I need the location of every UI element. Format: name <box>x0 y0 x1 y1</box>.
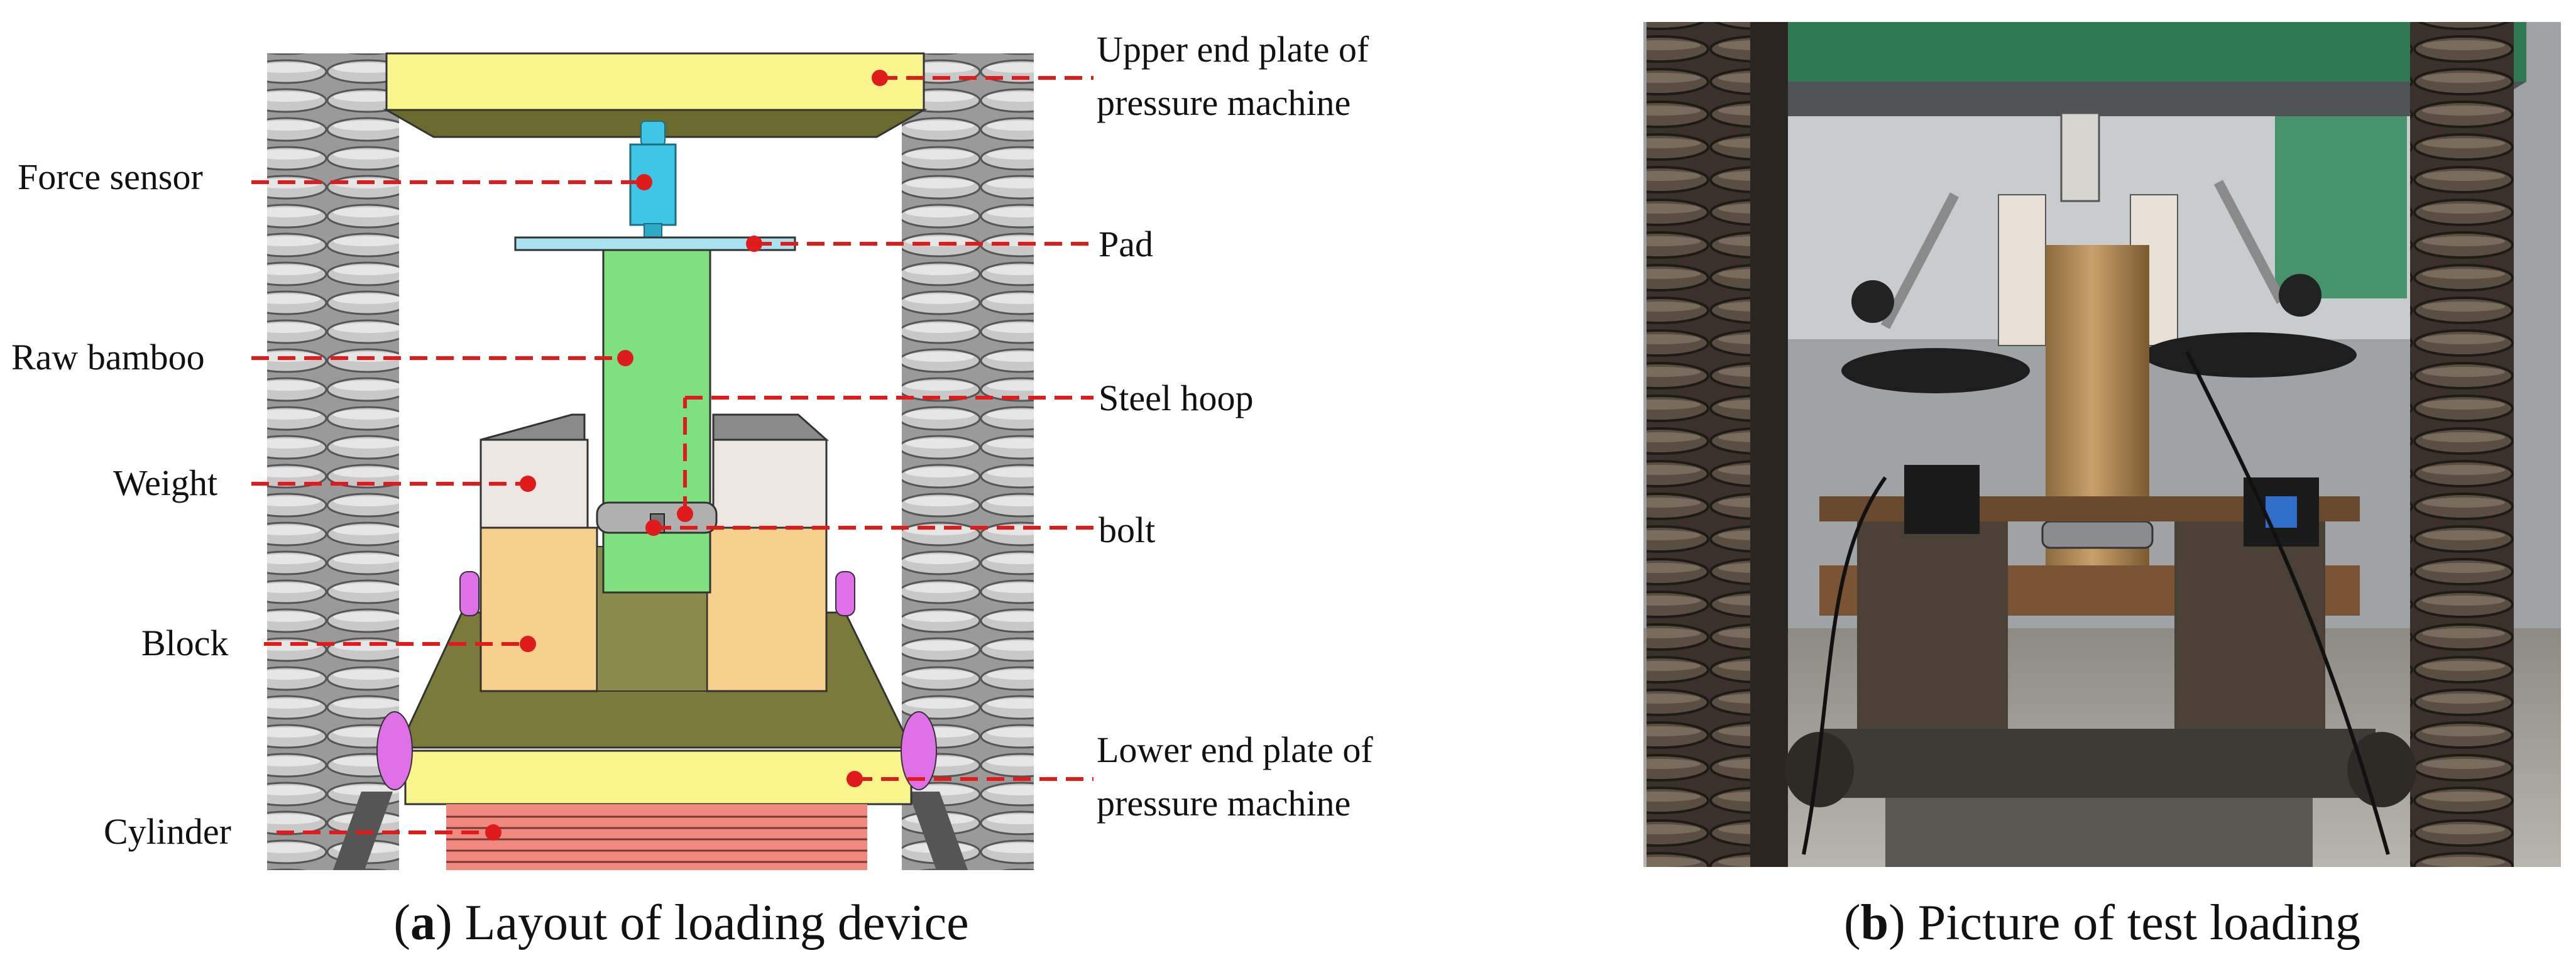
photo-left-magnet-base <box>1904 465 1980 534</box>
force-sensor-stem <box>644 223 662 238</box>
label-block: Block <box>141 623 229 663</box>
photo-right-screw <box>2410 22 2514 867</box>
photo-green-cabinet <box>2275 116 2407 298</box>
label-steel-hoop: Steel hoop <box>1099 378 1254 418</box>
photo-left-block <box>1857 521 2008 729</box>
label-weight: Weight <box>113 462 218 503</box>
lower-end-plate <box>404 749 913 805</box>
photo-upper-beam-underside <box>1687 82 2526 116</box>
block-dot <box>520 636 536 652</box>
label-lower-end-plate-line1: Lower end plate of <box>1097 729 1373 770</box>
left-screw-column <box>267 53 399 870</box>
photo-steel-hoop <box>2041 520 2154 549</box>
label-cylinder: Cylinder <box>104 811 231 852</box>
right-upper-roller <box>835 571 855 616</box>
caption-b-text: Picture of test loading <box>1905 895 2360 951</box>
photo-left-screw <box>1647 22 1750 867</box>
photo-upper-beam <box>1687 22 2526 82</box>
caption-b-letter: b <box>1861 895 1889 951</box>
right-block <box>706 526 828 692</box>
left-upper-roller <box>459 571 480 616</box>
caption-a-letter: a <box>410 895 436 951</box>
caption-a-text: Layout of loading device <box>452 895 969 951</box>
photo-left-knob <box>1851 280 1894 323</box>
force-sensor-cap <box>640 121 666 146</box>
left-block <box>480 526 598 692</box>
photo-cable-right <box>2185 351 2390 855</box>
photo-left-column-body <box>1750 22 1788 867</box>
photo-right-arm <box>2213 180 2286 304</box>
cylinder-rings <box>446 815 867 863</box>
label-lower-end-plate-line2: pressure machine <box>1097 783 1351 824</box>
photo-load-cell <box>2060 112 2100 202</box>
photo-left-roller <box>1785 732 1854 807</box>
label-upper-end-plate-line2: pressure machine <box>1097 82 1351 123</box>
photo-cable-left <box>1802 476 1887 855</box>
photo-cylinder-base <box>1885 798 2313 867</box>
left-lower-roller <box>376 711 413 790</box>
right-weight <box>712 439 828 529</box>
upper-end-plate <box>385 52 925 111</box>
right-frame-leg <box>908 792 968 870</box>
photo-right-knob <box>2279 274 2321 317</box>
caption-b: (b) Picture of test loading <box>1844 895 2360 951</box>
label-force-sensor: Force sensor <box>18 156 203 197</box>
raw-bamboo <box>602 249 711 594</box>
photo-left-arm <box>1880 192 1959 329</box>
label-upper-end-plate-line1: Upper end plate of <box>1097 29 1369 70</box>
panel-a-drawing <box>251 52 1093 870</box>
right-weight-top <box>712 413 829 441</box>
label-raw-bamboo: Raw bamboo <box>11 337 205 378</box>
right-lower-roller <box>901 711 937 790</box>
photo-dark-plate-right <box>2143 332 2357 378</box>
label-pad: Pad <box>1099 224 1153 264</box>
photo-gauge-left <box>1998 194 2046 346</box>
photo-right-roller <box>2347 732 2416 807</box>
label-bolt: bolt <box>1099 510 1156 550</box>
force-sensor-dot <box>636 174 652 190</box>
cylinder <box>446 804 867 870</box>
photo-right-block <box>2174 521 2325 729</box>
photo-lower-plate <box>1822 729 2376 798</box>
panel-b-photo <box>1643 22 2561 867</box>
photo-dark-plate-left <box>1841 348 2030 393</box>
caption-a: (a) Layout of loading device <box>393 895 968 951</box>
left-weight-top <box>480 413 586 441</box>
